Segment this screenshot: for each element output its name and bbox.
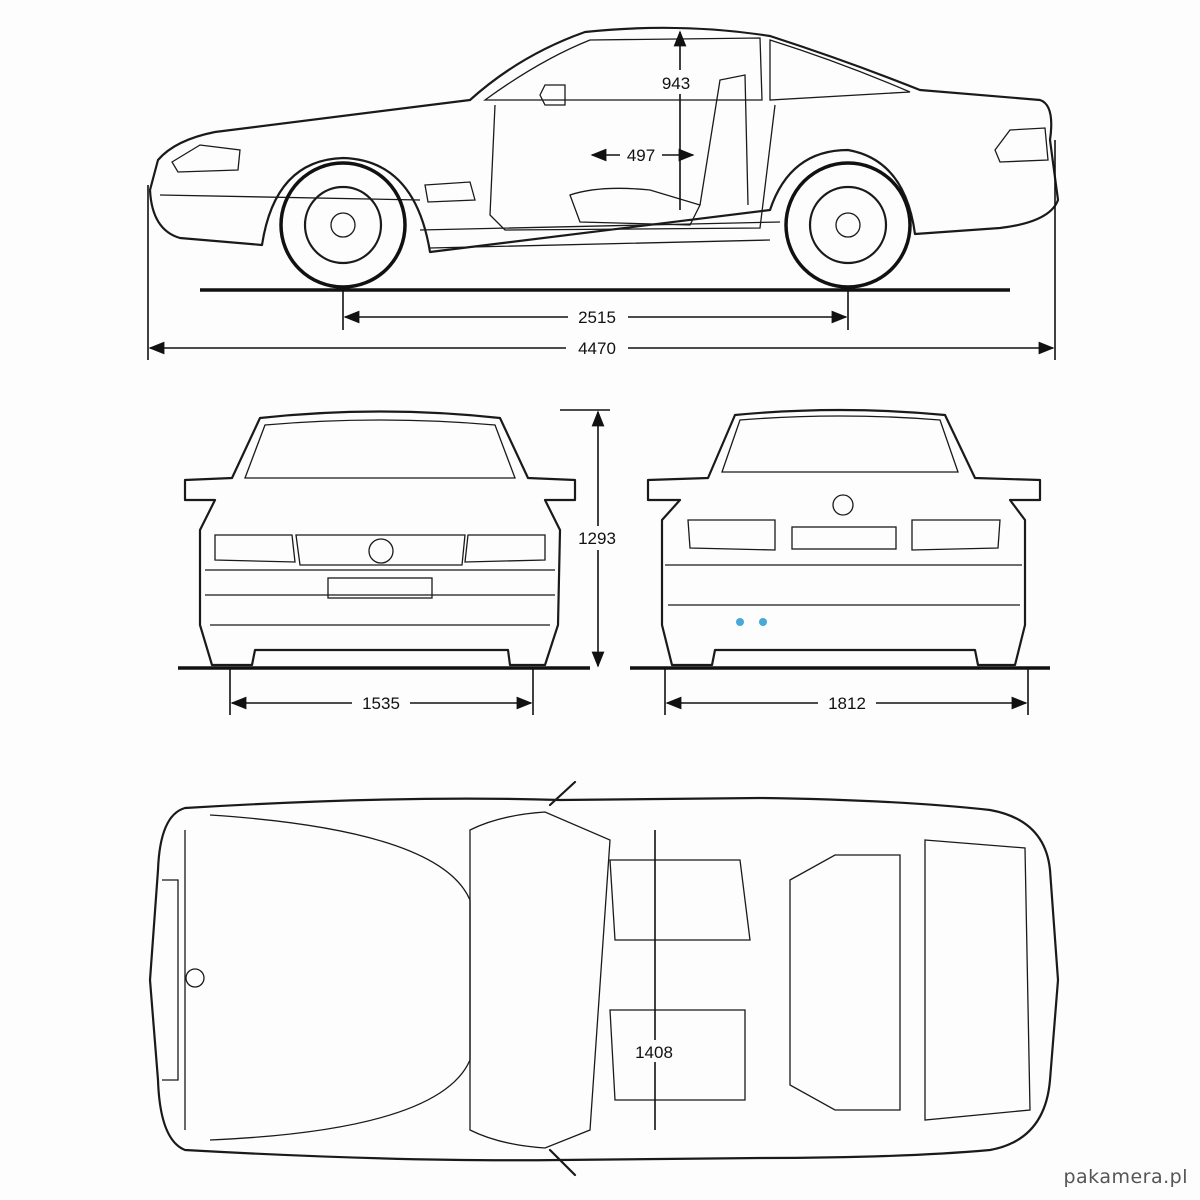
- front-wheel: [279, 161, 407, 289]
- rear-plate: [791, 526, 897, 550]
- rear-view: 1812: [630, 408, 1050, 715]
- seat: [569, 74, 749, 226]
- rear-wheel: [784, 161, 912, 289]
- mercedes-star-front: [368, 538, 394, 564]
- mercedes-star-rear: [832, 494, 854, 516]
- dim-label-interior-width: 1408: [635, 1043, 673, 1062]
- headlights-front: [214, 534, 546, 563]
- seats-top: [609, 859, 751, 1101]
- trunk-opening: [789, 854, 901, 1111]
- bumper-front: [205, 569, 555, 626]
- top-body-outline: [148, 796, 1060, 1162]
- dim-label-front-track: 1535: [362, 694, 400, 713]
- rear-window: [721, 415, 959, 473]
- side-sill: [159, 194, 781, 249]
- dim-label-width: 1812: [828, 694, 866, 713]
- mercedes-star-top: [185, 968, 205, 988]
- mirrors-top: [548, 780, 577, 1177]
- side-body-outline: [148, 26, 1060, 254]
- hood-lines: [184, 814, 471, 1141]
- dim-label-wheelbase: 2515: [578, 308, 616, 327]
- trunk-lid: [924, 839, 1031, 1121]
- windshield-top: [469, 811, 611, 1149]
- rear-body-outline: [646, 408, 1042, 667]
- mirror: [539, 84, 566, 106]
- bumper-rear: [665, 564, 1022, 606]
- side-rear-window: [769, 39, 911, 101]
- dim-label-height: 1293: [578, 529, 616, 548]
- side-vent: [424, 181, 476, 203]
- front-view: 1293 1535: [178, 409, 624, 715]
- exhaust-right: [759, 618, 767, 626]
- watermark: pakamera.pl: [1063, 1166, 1188, 1188]
- grille: [295, 534, 466, 566]
- taillight: [994, 127, 1049, 163]
- dim-label-943: 943: [662, 74, 690, 93]
- grille-top: [162, 879, 179, 1081]
- side-view: 943 497 2515 4470: [147, 26, 1060, 360]
- headlight: [171, 144, 241, 173]
- exhaust-left: [736, 618, 744, 626]
- top-view: 1408: [148, 780, 1060, 1177]
- side-window: [483, 37, 763, 101]
- door-outline: [489, 104, 776, 231]
- front-plate: [327, 577, 433, 599]
- taillights-rear: [687, 519, 1001, 551]
- front-body-outline: [183, 410, 577, 667]
- dim-label-length: 4470: [578, 339, 616, 358]
- windshield: [244, 419, 516, 479]
- dim-label-497: 497: [627, 146, 655, 165]
